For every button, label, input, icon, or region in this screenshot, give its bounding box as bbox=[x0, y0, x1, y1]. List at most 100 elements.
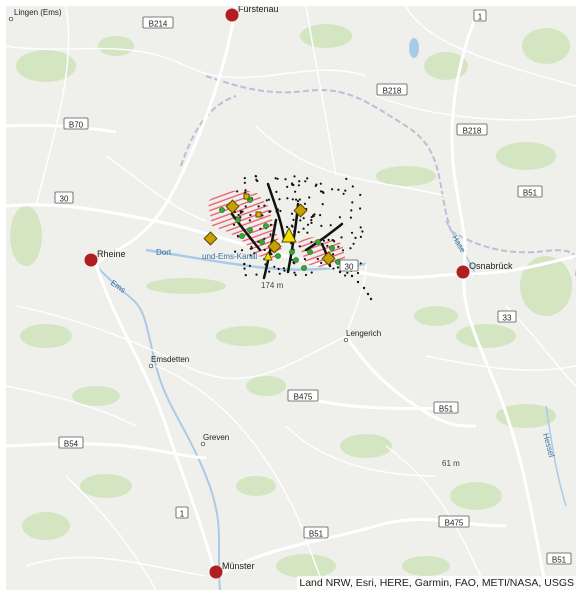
observation-dot bbox=[291, 198, 294, 201]
road-shield-label: B475 bbox=[445, 519, 464, 528]
road-shield-label: B218 bbox=[383, 87, 402, 96]
green-dot bbox=[219, 207, 225, 213]
observation-dot bbox=[297, 231, 300, 234]
road-shields: B2141B218B218B7030B513033B475B51B54B4751… bbox=[54, 9, 572, 565]
observation-dot bbox=[234, 250, 237, 253]
observation-dot bbox=[326, 244, 329, 247]
place-greven: Greven bbox=[200, 433, 229, 447]
observation-dot bbox=[298, 198, 301, 201]
observation-dot bbox=[351, 201, 354, 204]
green-dot bbox=[263, 223, 269, 229]
town-marker bbox=[200, 441, 206, 447]
green-dot bbox=[329, 245, 335, 251]
place-label: Münster bbox=[222, 561, 255, 571]
observation-dot bbox=[361, 230, 364, 233]
observation-dot bbox=[369, 297, 373, 301]
map-attribution: Land NRW, Esri, HERE, Garmin, FAO, METI/… bbox=[297, 576, 576, 590]
observation-dot bbox=[255, 178, 258, 181]
observation-dot bbox=[319, 190, 323, 193]
observation-dot bbox=[356, 280, 360, 284]
observation-dot bbox=[345, 177, 348, 180]
road-shield: B51 bbox=[546, 552, 572, 565]
observation-dot bbox=[359, 193, 362, 196]
road-shield: B51 bbox=[517, 185, 543, 198]
observation-dot bbox=[292, 218, 295, 221]
town-marker bbox=[343, 337, 349, 343]
observation-dot bbox=[263, 204, 266, 207]
observation-dot bbox=[366, 292, 370, 296]
map-canvas[interactable]: B2141B218B218B7030B513033B475B51B54B4751… bbox=[6, 6, 576, 590]
observation-dot bbox=[359, 226, 362, 229]
road-shield-label: B70 bbox=[69, 121, 84, 130]
observation-dot bbox=[261, 214, 264, 217]
water-features bbox=[97, 38, 567, 590]
observation-dot bbox=[331, 238, 334, 242]
place-markers: Lingen (Ems)FürstenauRheineOsnabrückLeng… bbox=[8, 6, 513, 579]
observation-dot bbox=[273, 265, 276, 268]
observation-dot bbox=[255, 273, 258, 276]
observation-dot bbox=[303, 202, 306, 205]
observation-dot bbox=[274, 177, 277, 180]
observation-dot bbox=[321, 203, 324, 206]
place-münster: Münster bbox=[209, 561, 255, 579]
place-label: Greven bbox=[203, 433, 229, 442]
elevation-label: 174 m bbox=[261, 281, 284, 290]
city-marker bbox=[456, 265, 470, 279]
observation-dot bbox=[236, 190, 239, 193]
place-lengerich: Lengerich bbox=[343, 329, 381, 343]
observation-dot bbox=[336, 266, 339, 269]
observation-dot bbox=[344, 274, 347, 277]
place-label: Lingen (Ems) bbox=[14, 8, 62, 17]
observation-dot bbox=[329, 224, 332, 227]
elevation-label: 61 m bbox=[442, 459, 460, 468]
green-dot bbox=[239, 233, 245, 239]
observation-dot bbox=[269, 210, 272, 213]
observation-dot bbox=[338, 270, 342, 274]
road-shield: B51 bbox=[303, 526, 329, 539]
observation-dot bbox=[310, 216, 313, 219]
observation-dot bbox=[263, 237, 266, 240]
observation-dot bbox=[319, 182, 322, 185]
road-shield-label: B51 bbox=[552, 556, 567, 565]
place-fürstenau: Fürstenau bbox=[225, 6, 279, 22]
observation-dot bbox=[293, 175, 296, 178]
observation-dot bbox=[244, 274, 247, 277]
water-label: und-Ems-Kanal bbox=[202, 252, 257, 261]
observation-dot bbox=[291, 183, 294, 186]
road-shield-label: B51 bbox=[309, 530, 324, 539]
observation-dot bbox=[350, 209, 353, 212]
observation-dot bbox=[275, 190, 278, 193]
observation-dot bbox=[259, 227, 262, 230]
observation-dot bbox=[303, 258, 306, 261]
observation-dot bbox=[282, 267, 285, 270]
road-shield-label: 1 bbox=[180, 510, 185, 519]
site-triangle bbox=[281, 226, 297, 243]
observation-dot bbox=[265, 199, 268, 202]
observation-dot bbox=[263, 248, 266, 252]
observation-dot bbox=[293, 271, 296, 274]
observation-dot bbox=[304, 180, 307, 183]
observation-dot bbox=[276, 177, 279, 180]
road-shield: B54 bbox=[58, 436, 84, 449]
road-shield: B218 bbox=[376, 83, 408, 96]
road-shield: B214 bbox=[142, 16, 174, 29]
observation-dot bbox=[253, 252, 256, 255]
observation-dot bbox=[237, 213, 240, 216]
observation-dot bbox=[278, 198, 281, 201]
observation-dot bbox=[243, 181, 246, 184]
observation-dot bbox=[320, 261, 323, 265]
observation-dot bbox=[340, 236, 343, 239]
observation-dot bbox=[270, 253, 273, 256]
observation-dot bbox=[269, 233, 272, 236]
observation-dot bbox=[279, 209, 282, 213]
observation-dot bbox=[283, 269, 286, 272]
observation-dot bbox=[306, 223, 310, 226]
observation-dot bbox=[249, 213, 252, 217]
road-shield: B475 bbox=[287, 389, 319, 402]
town-marker bbox=[8, 16, 14, 22]
city-marker bbox=[84, 253, 98, 267]
observation-dot bbox=[296, 200, 300, 203]
observation-dot bbox=[294, 190, 297, 193]
observation-dot bbox=[319, 214, 322, 217]
